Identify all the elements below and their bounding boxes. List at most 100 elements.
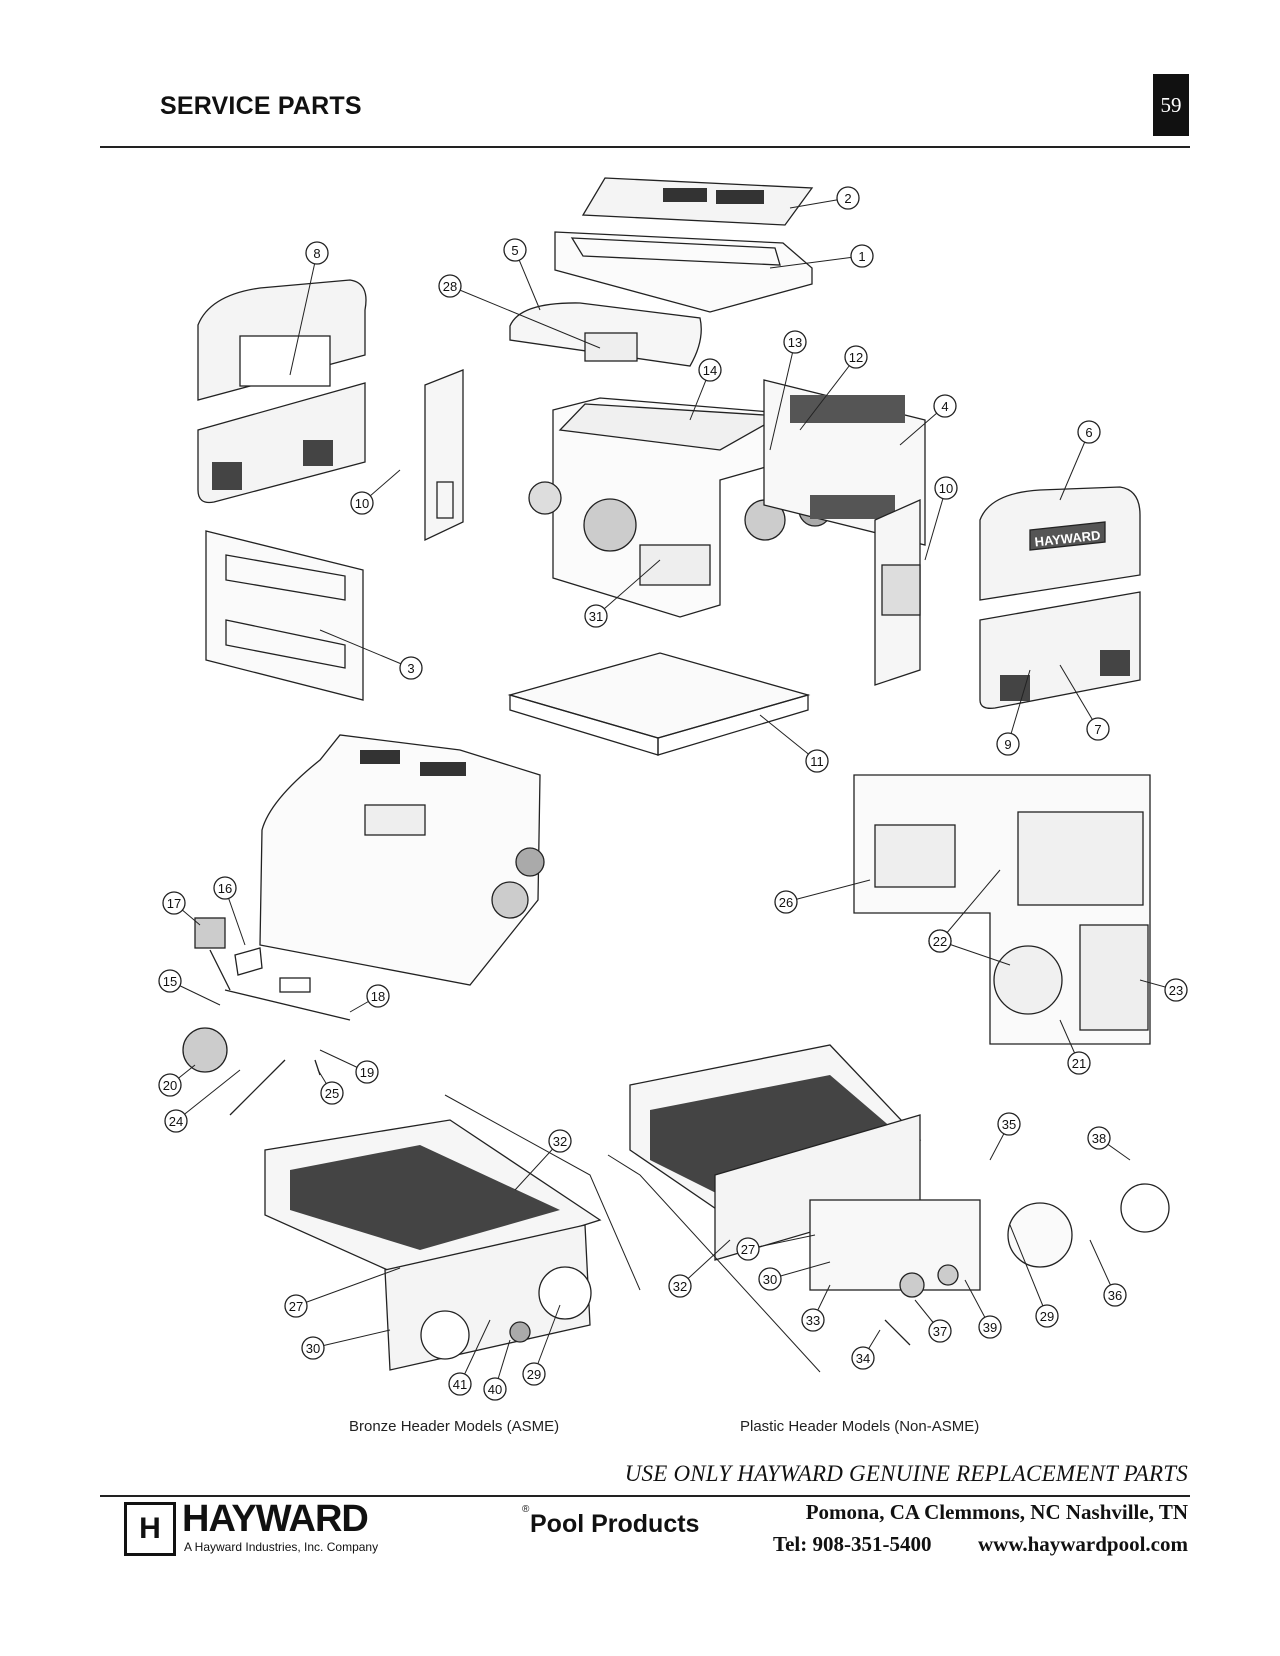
callout-circle xyxy=(774,890,798,914)
panel-brand-text: HAYWARD xyxy=(1034,528,1101,550)
callout-number: 19 xyxy=(360,1065,374,1080)
front-panel-right xyxy=(979,486,1141,709)
leader-line xyxy=(785,879,871,903)
callout-number: 28 xyxy=(443,279,457,294)
contact-line: Tel: 908-351-5400 www.haywardpool.com xyxy=(773,1532,1188,1557)
callout-circle xyxy=(483,1377,507,1401)
caption-plastic: Plastic Header Models (Non-ASME) xyxy=(740,1418,980,1435)
callout-number: 8 xyxy=(313,246,320,261)
callout-circle xyxy=(1087,1126,1111,1150)
callout-circle xyxy=(668,1274,692,1298)
callout-circle xyxy=(934,476,958,500)
callout-number: 27 xyxy=(289,1299,303,1314)
leader-line xyxy=(295,1267,401,1307)
callout-circle xyxy=(844,345,868,369)
callout-circle xyxy=(399,656,423,680)
jacket-rear xyxy=(763,379,926,546)
callout-number: 13 xyxy=(788,335,802,350)
callout-circle xyxy=(158,969,182,993)
leader-line xyxy=(595,559,661,617)
leader-line xyxy=(533,1304,561,1375)
registered-mark: ® xyxy=(522,1504,530,1515)
callout-number: 38 xyxy=(1092,1131,1106,1146)
callout-number: 10 xyxy=(939,481,953,496)
callout-circle xyxy=(164,1109,188,1133)
leader-line xyxy=(939,869,1001,942)
callout-circle xyxy=(805,749,829,773)
heat-exchanger-plastic xyxy=(629,1044,1170,1346)
callout-bubbles: 1234567891010111213141516171819202122222… xyxy=(158,186,1188,1401)
website: www.haywardpool.com xyxy=(977,1532,1188,1556)
assembled-heater xyxy=(259,734,545,986)
leader-line xyxy=(449,285,601,349)
leader-line xyxy=(1007,669,1031,745)
callout-number: 40 xyxy=(488,1382,502,1397)
top-cover-frame xyxy=(554,231,813,313)
callout-number: 32 xyxy=(553,1134,567,1149)
callout-circle xyxy=(1103,1283,1127,1307)
heater-frame xyxy=(528,397,832,618)
callout-circle xyxy=(758,1267,782,1291)
callout-circle xyxy=(355,1060,379,1084)
page-number: 59 xyxy=(1153,74,1189,136)
callout-number: 21 xyxy=(1072,1056,1086,1071)
callout-number: 16 xyxy=(218,881,232,896)
callout-circle xyxy=(783,330,807,354)
callout-number: 9 xyxy=(1004,737,1011,752)
callout-circle xyxy=(548,1129,572,1153)
callout-circle xyxy=(213,876,237,900)
callout-circle xyxy=(836,186,860,210)
rear-panel-left xyxy=(197,279,367,504)
callout-number: 3 xyxy=(407,661,414,676)
callout-number: 5 xyxy=(511,243,518,258)
callout-number: 25 xyxy=(325,1086,339,1101)
callout-number: 18 xyxy=(371,989,385,1004)
callout-number: 30 xyxy=(763,1272,777,1287)
callout-circle xyxy=(851,1346,875,1370)
callout-number: 31 xyxy=(589,609,603,624)
callout-number: 10 xyxy=(355,496,369,511)
leader-line xyxy=(759,714,818,762)
callout-circle xyxy=(438,274,462,298)
callout-number: 17 xyxy=(167,896,181,911)
callout-number: 27 xyxy=(741,1242,755,1257)
leader-line xyxy=(924,487,947,561)
callout-circle xyxy=(366,984,390,1008)
callout-circle xyxy=(933,394,957,418)
callout-number: 12 xyxy=(849,350,863,365)
leader-line xyxy=(1059,664,1099,730)
callout-number: 11 xyxy=(810,754,824,769)
callout-number: 32 xyxy=(673,1279,687,1294)
callout-number: 26 xyxy=(779,895,793,910)
callout-circle xyxy=(978,1315,1002,1339)
leader-line xyxy=(939,940,1011,966)
callout-circle xyxy=(850,244,874,268)
brand-tagline: A Hayward Industries, Inc. Company xyxy=(184,1540,379,1554)
callout-number: 14 xyxy=(703,363,717,378)
callout-number: 23 xyxy=(1169,983,1183,998)
callout-circle xyxy=(162,891,186,915)
callout-circle xyxy=(698,358,722,382)
callout-circle xyxy=(1035,1304,1059,1328)
callout-circle xyxy=(997,1112,1021,1136)
callout-circle xyxy=(1067,1051,1091,1075)
callout-number: 37 xyxy=(933,1324,947,1339)
callout-number: 39 xyxy=(983,1320,997,1335)
page-title: SERVICE PARTS xyxy=(160,92,362,120)
callout-circle xyxy=(284,1294,308,1318)
leader-line xyxy=(769,341,796,451)
leader-line xyxy=(1059,431,1090,501)
callout-circle xyxy=(1086,717,1110,741)
callout-number: 22 xyxy=(933,934,947,949)
exploded-parts-diagram: 1234567891010111213141516171819202122222… xyxy=(158,177,1188,1401)
callout-circle xyxy=(801,1308,825,1332)
callout-circle xyxy=(584,604,608,628)
hayward-h-mark-icon: H xyxy=(124,1502,176,1556)
heat-exchanger-bronze xyxy=(264,1119,602,1371)
callout-number: 34 xyxy=(856,1351,870,1366)
genuine-parts-notice: USE ONLY HAYWARD GENUINE REPLACEMENT PAR… xyxy=(624,1461,1188,1486)
callout-circle xyxy=(448,1372,472,1396)
callout-circle xyxy=(158,1073,182,1097)
bracket-lines xyxy=(444,1094,821,1373)
locations: Pomona, CA Clemmons, NC Nashville, TN xyxy=(805,1500,1188,1524)
